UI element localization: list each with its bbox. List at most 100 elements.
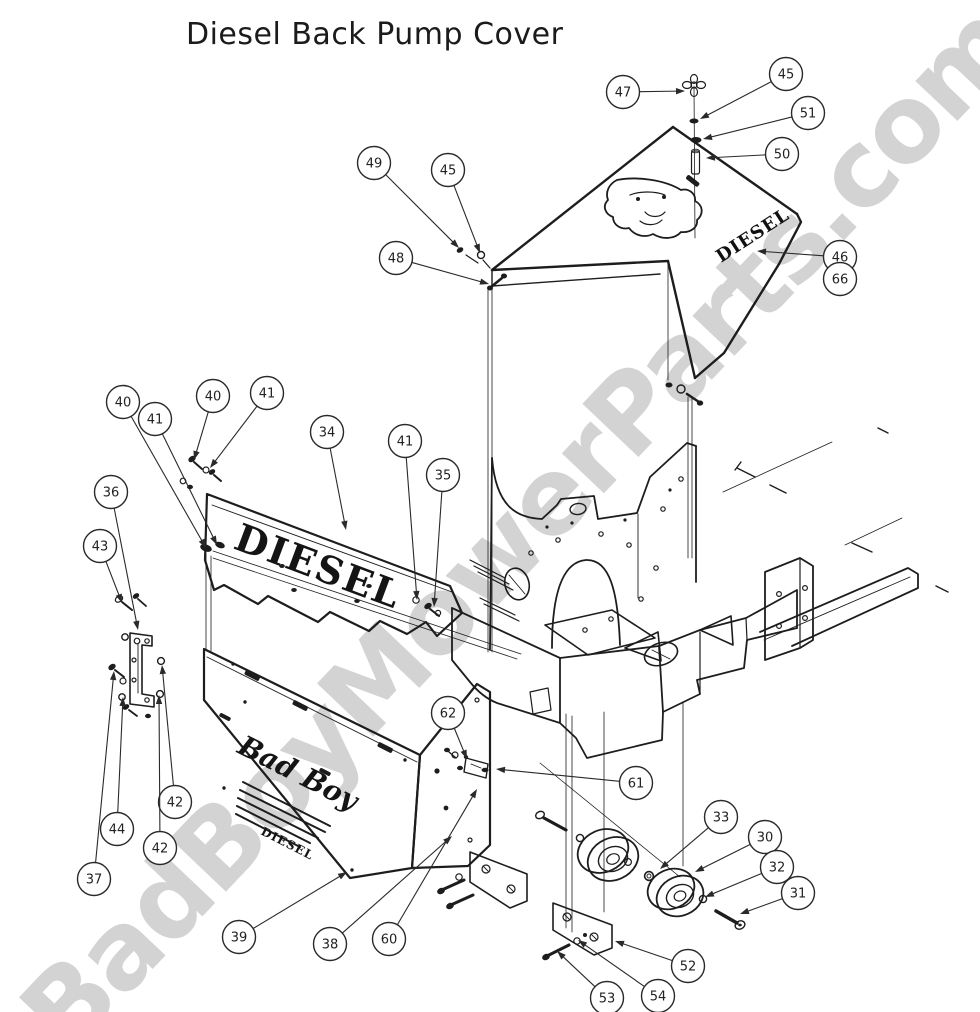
callout-number: 62 bbox=[440, 707, 457, 722]
leader-line bbox=[583, 943, 645, 987]
washer-51 bbox=[690, 137, 702, 143]
leader-line bbox=[385, 174, 455, 244]
leader-arrow bbox=[460, 749, 467, 759]
callout-number: 66 bbox=[832, 273, 849, 288]
main-frame bbox=[451, 427, 949, 759]
callout-balloon bbox=[378, 240, 414, 276]
left-bracket bbox=[108, 593, 166, 719]
leader-arrow bbox=[615, 940, 625, 947]
leader-arrow bbox=[479, 278, 489, 285]
cover-louvers bbox=[219, 662, 407, 872]
leader-arrow bbox=[700, 111, 710, 119]
leader-arrow bbox=[413, 590, 420, 600]
leader-line bbox=[195, 411, 209, 454]
bulldog-logo-icon bbox=[603, 177, 703, 239]
leader-line bbox=[130, 416, 204, 543]
callout-42-22: 42 bbox=[142, 695, 178, 866]
callout-66-5: 66 bbox=[822, 261, 858, 297]
idler-pulley-2 bbox=[646, 867, 705, 918]
callout-40-9: 40 bbox=[105, 384, 206, 548]
leader-arrow bbox=[210, 458, 218, 468]
leader-arrow bbox=[198, 538, 206, 548]
callout-54-33: 54 bbox=[578, 940, 676, 1012]
leader-line bbox=[113, 508, 138, 624]
leader-arrow bbox=[193, 450, 200, 460]
mount-plate-2 bbox=[542, 902, 613, 961]
callout-number: 45 bbox=[778, 68, 795, 83]
callout-number: 50 bbox=[774, 148, 791, 163]
callout-balloon bbox=[221, 919, 257, 955]
callout-number: 34 bbox=[319, 426, 336, 441]
callout-balloon bbox=[790, 95, 826, 131]
leader-line bbox=[105, 561, 120, 597]
callout-balloon bbox=[430, 695, 466, 731]
leader-arrow bbox=[557, 951, 566, 960]
hardware-stack bbox=[681, 73, 707, 239]
callout-number: 41 bbox=[397, 435, 414, 450]
leader-arrow bbox=[469, 789, 477, 799]
callout-number: 53 bbox=[599, 992, 616, 1007]
callout-balloon bbox=[82, 528, 118, 564]
guide-lines bbox=[205, 262, 903, 933]
callout-balloon bbox=[703, 799, 739, 835]
panel-bolts bbox=[179, 455, 442, 617]
leader-line bbox=[712, 154, 766, 159]
callout-43-17: 43 bbox=[82, 528, 122, 603]
leader-line bbox=[213, 405, 258, 463]
callout-balloon bbox=[99, 811, 135, 847]
leader-arrow bbox=[496, 766, 506, 774]
leader-arrow bbox=[695, 865, 705, 872]
callout-number: 37 bbox=[86, 873, 103, 888]
callout-number: 30 bbox=[757, 831, 774, 846]
bolt-31 bbox=[714, 909, 746, 930]
leader-line bbox=[705, 81, 772, 117]
callout-number: 42 bbox=[167, 796, 184, 811]
cover-corner-hardware-left bbox=[456, 247, 507, 291]
callout-balloon bbox=[618, 765, 654, 801]
callout-number: 44 bbox=[109, 823, 126, 838]
wing-knob bbox=[681, 73, 707, 98]
leader-arrow bbox=[705, 890, 715, 897]
callout-number: 31 bbox=[790, 887, 807, 902]
leader-arrow bbox=[133, 620, 140, 630]
callout-41-12: 41 bbox=[210, 375, 285, 468]
callout-45-7: 45 bbox=[430, 152, 480, 253]
callout-number: 49 bbox=[366, 157, 383, 172]
callout-number: 36 bbox=[103, 486, 120, 501]
callout-balloon bbox=[371, 921, 407, 957]
frame-holes bbox=[528, 476, 684, 633]
leader-arrow bbox=[341, 520, 348, 530]
frame-rail bbox=[759, 567, 919, 647]
callout-balloon bbox=[387, 423, 423, 459]
washer-45 bbox=[689, 118, 699, 124]
callout-balloon bbox=[764, 136, 800, 172]
callout-41-10: 41 bbox=[137, 401, 217, 545]
callout-41-14: 41 bbox=[387, 423, 423, 600]
frame-bracket bbox=[764, 557, 814, 661]
leader-line bbox=[396, 794, 474, 926]
callout-35-15: 35 bbox=[425, 457, 461, 607]
callout-number: 60 bbox=[381, 933, 398, 948]
callout-42-20: 42 bbox=[157, 665, 193, 820]
callout-number: 41 bbox=[259, 387, 276, 402]
callout-number: 47 bbox=[615, 86, 632, 101]
pulley-hardware bbox=[534, 810, 746, 930]
callout-40-11: 40 bbox=[193, 378, 231, 460]
callout-number: 61 bbox=[628, 777, 645, 792]
callout-balloon bbox=[76, 861, 112, 897]
callout-38-25: 38 bbox=[312, 836, 452, 962]
bracket-hardware bbox=[108, 593, 166, 719]
callout-number: 38 bbox=[322, 938, 339, 953]
callout-balloon bbox=[605, 74, 641, 110]
callout-balloon bbox=[670, 948, 706, 984]
leader-arrow bbox=[578, 940, 588, 948]
callout-balloon bbox=[822, 261, 858, 297]
leader-line bbox=[763, 250, 824, 257]
leader-arrow bbox=[675, 87, 685, 95]
callout-36-16: 36 bbox=[93, 474, 140, 630]
leader-line bbox=[411, 261, 483, 283]
mount-plate-1 bbox=[437, 851, 528, 910]
callout-number: 51 bbox=[800, 107, 817, 122]
